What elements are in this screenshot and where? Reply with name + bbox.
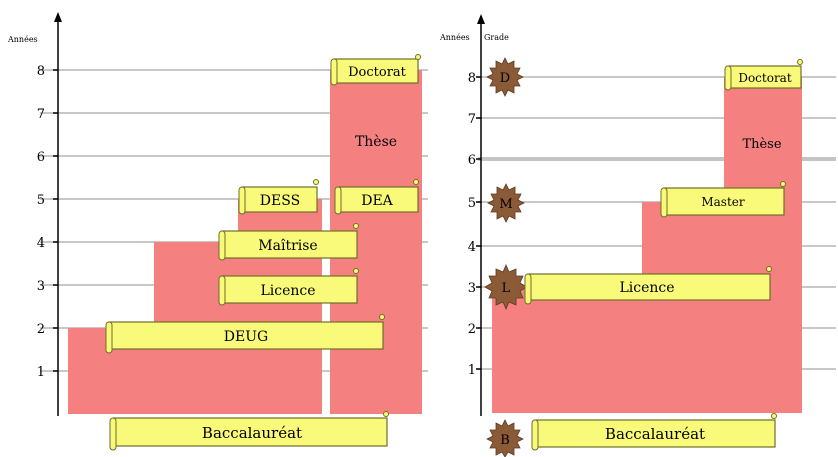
left-axis-arrow — [54, 12, 62, 22]
left-scroll-baccalaureat-roll — [109, 417, 117, 451]
left-tick-label-6: 6 — [37, 150, 45, 165]
right-tick-label-7: 7 — [468, 112, 476, 127]
grade-badge-l: L — [484, 263, 528, 311]
left-scroll-dea-roll — [334, 186, 342, 215]
left-tick-label-8: 8 — [37, 64, 45, 79]
right-scroll-master: Master — [660, 181, 786, 218]
grade-badge-b-seal — [486, 419, 524, 457]
right-grade-label: Grade — [484, 33, 509, 42]
right-scroll-licence: Licence — [524, 266, 772, 305]
right-step-master — [642, 202, 724, 413]
right-scroll-doctorat-roll — [724, 65, 732, 91]
left-scroll-deug: DEUG — [105, 314, 385, 354]
grade-badge-m: M — [487, 183, 525, 223]
left-tick-label-3: 3 — [37, 279, 45, 294]
left-thesis-label: Thèse — [355, 134, 397, 150]
left-scroll-deug-roll — [105, 321, 113, 354]
right-scroll-licence-body — [527, 273, 771, 301]
left-tick-label-1: 1 — [37, 365, 45, 380]
right-scroll-baccalaureat-curl — [771, 413, 777, 419]
right-tick-label-2: 2 — [468, 322, 476, 337]
left-scroll-dess: DESS — [238, 179, 319, 215]
left-scroll-dess-curl — [313, 179, 319, 185]
right-thesis-label: Thèse — [742, 137, 781, 152]
right-scroll-master-curl — [780, 181, 786, 187]
left-tick-label-5: 5 — [37, 193, 45, 208]
right-step-licence — [492, 287, 642, 413]
right-tick-label-4: 4 — [468, 240, 476, 255]
left-scroll-doctorat-body — [333, 58, 419, 84]
right-tick-label-6: 6 — [468, 153, 476, 168]
right-scroll-baccalaureat-label: Baccalauréat — [605, 425, 705, 443]
right-tick-label-5: 5 — [468, 196, 476, 211]
left-scroll-licence: Licence — [218, 268, 359, 306]
right-axis-arrow — [477, 14, 485, 24]
left-scroll-licence-roll — [218, 275, 226, 306]
right-tick-label-3: 3 — [468, 281, 476, 296]
grade-badge-l-seal — [484, 263, 528, 311]
right-scroll-baccalaureat: Baccalauréat — [531, 413, 777, 451]
left-scroll-doctorat-curl — [415, 54, 421, 60]
left-scroll-baccalaureat-label: Baccalauréat — [202, 424, 302, 442]
left-y-axis — [53, 12, 62, 416]
right-scroll-doctorat: Doctorat — [724, 59, 803, 91]
left-scroll-baccalaureat: Baccalauréat — [109, 411, 389, 451]
right-scroll-licence-label: Licence — [619, 280, 674, 296]
left-scroll-licence-curl — [353, 268, 359, 274]
left-tick-label-4: 4 — [37, 236, 45, 251]
right-tick-label-1: 1 — [468, 363, 476, 378]
left-scroll-maitrise-curl — [353, 223, 359, 229]
left-tick-label-2: 2 — [37, 322, 45, 337]
left-scroll-doctorat-roll — [330, 58, 338, 86]
left-scroll-deug-label: DEUG — [224, 329, 268, 345]
right-scroll-master-body — [663, 187, 785, 216]
right-year-steps — [492, 77, 802, 413]
left-scroll-maitrise-roll — [218, 230, 226, 261]
left-scroll-dea: DEA — [334, 179, 419, 215]
left-scroll-dess-label: DESS — [260, 193, 300, 209]
grade-badge-d-label: D — [500, 71, 510, 86]
right-scroll-master-label: Master — [701, 195, 745, 209]
left-scroll-maitrise-label: Maîtrise — [258, 238, 317, 254]
right-axis-label: Années — [439, 33, 470, 42]
left-axis-label: Années — [7, 35, 38, 44]
right-panel: Années Grade 1 2 3 4 5 6 7 8 Thèse D M L — [439, 14, 836, 457]
left-scroll-doctorat: Doctorat — [330, 54, 421, 86]
grade-badge-d: D — [486, 57, 524, 97]
left-scroll-dess-roll — [238, 186, 246, 215]
grade-badge-b-label: B — [500, 433, 510, 448]
right-scroll-master-roll — [660, 187, 668, 218]
left-tick-labels: 1 2 3 4 5 6 7 8 — [37, 64, 45, 380]
right-y-axis — [476, 14, 485, 416]
right-tick-label-8: 8 — [468, 71, 476, 86]
grade-badge-m-label: M — [499, 197, 512, 212]
left-scroll-dea-curl — [413, 179, 419, 185]
left-scroll-dea-label: DEA — [361, 193, 393, 209]
left-scroll-deug-curl — [379, 314, 385, 320]
right-step-doctorat — [724, 77, 802, 413]
left-tick-label-7: 7 — [37, 107, 45, 122]
right-scroll-doctorat-curl — [797, 59, 803, 65]
grade-badge-b: B — [486, 419, 524, 457]
left-panel: Années 1 2 3 4 5 6 7 8 Thèse Doctorat DE… — [7, 12, 428, 451]
grade-badge-m-seal — [487, 183, 525, 223]
right-scroll-doctorat-label: Doctorat — [738, 71, 792, 85]
grade-badge-d-seal — [486, 57, 524, 97]
grade-badge-l-label: L — [502, 281, 511, 296]
left-scroll-licence-label: Licence — [260, 283, 315, 299]
right-scroll-licence-roll — [524, 273, 532, 305]
left-scroll-doctorat-label: Doctorat — [348, 65, 407, 80]
left-scroll-baccalaureat-curl — [383, 411, 389, 417]
left-scroll-maitrise-body — [221, 230, 358, 259]
right-scroll-licence-curl — [766, 266, 772, 272]
left-scroll-maitrise: Maîtrise — [218, 223, 359, 261]
right-tick-labels: 1 2 3 4 5 6 7 8 — [468, 71, 476, 378]
right-scroll-baccalaureat-roll — [531, 419, 539, 451]
